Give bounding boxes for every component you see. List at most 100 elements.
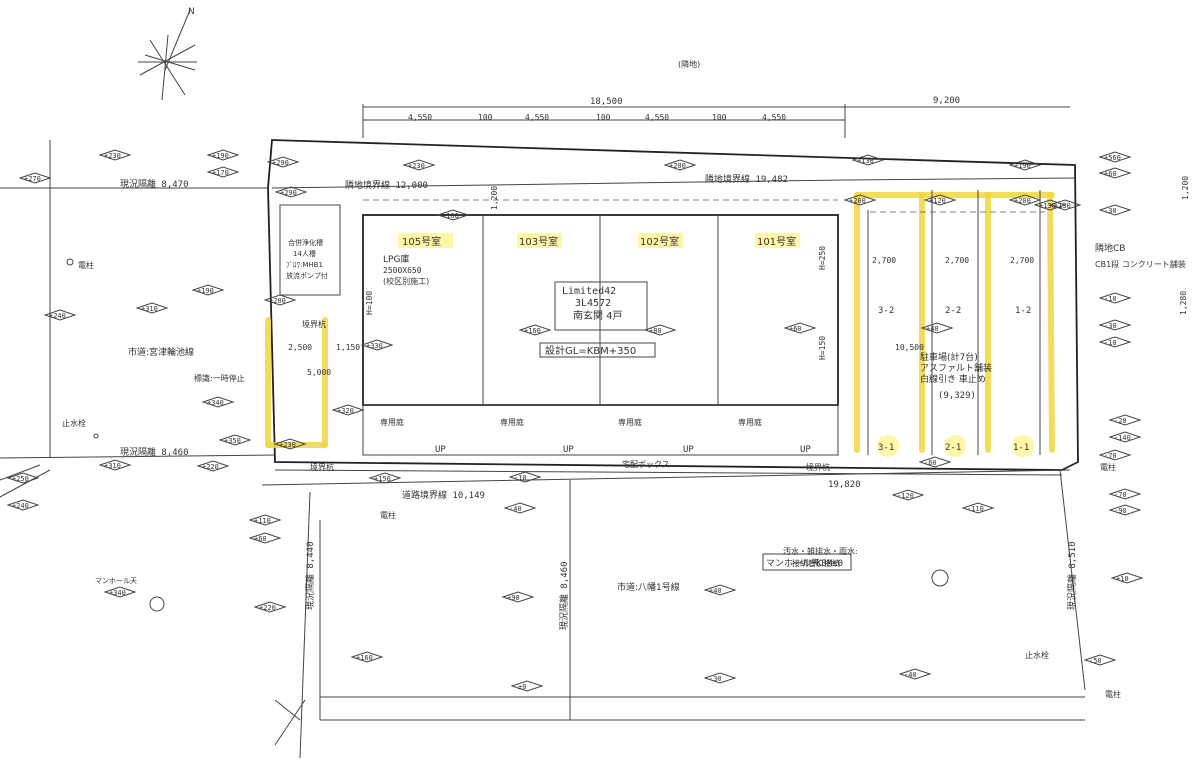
south-lower-mid: 現況隔離 8,460 [558, 561, 570, 630]
elev-marker: +340 [103, 586, 137, 598]
svg-text:+200: +200 [269, 297, 286, 305]
lpg-size: 2500X650 [383, 266, 422, 275]
svg-text:+320: +320 [337, 407, 354, 415]
elev-marker: -30 [1098, 204, 1132, 216]
unit-105: 105号室 [402, 235, 441, 248]
svg-text:-30: -30 [709, 675, 722, 683]
elev-marker: -60 [918, 456, 952, 468]
elev-marker: -140 [1108, 431, 1142, 443]
site-boundary [267, 139, 1079, 471]
stop-sign-label: 標識:一時停止 [194, 373, 245, 383]
svg-text:+200: +200 [1014, 197, 1031, 205]
svg-text:+110: +110 [254, 517, 271, 525]
garden-2: 専用庭 [500, 417, 524, 427]
svg-text:+10: +10 [1116, 575, 1129, 583]
svg-text:-120: -120 [897, 492, 914, 500]
elev-marker: -10 [1098, 292, 1132, 304]
dim-seg-7: 4,550 [762, 113, 786, 122]
elev-marker: -40 [503, 502, 537, 514]
elev-marker: +10 [1110, 572, 1144, 584]
elev-marker: +270 [18, 172, 52, 184]
svg-text:+160: +160 [524, 327, 541, 335]
mailbox-label: 宅配ボックス [622, 459, 670, 469]
svg-text:+190: +190 [1014, 162, 1031, 170]
road-boundary-left: 道路境界線 10,149 [402, 489, 485, 501]
svg-text:+290: +290 [272, 159, 289, 167]
svg-text:-60: -60 [924, 459, 937, 467]
svg-text:-10: -10 [514, 474, 527, 482]
elev-marker: +190 [1008, 159, 1042, 171]
garden-1: 専用庭 [380, 417, 404, 427]
elev-marker: +80 [643, 324, 677, 336]
parking-space-2-2: 2-2 [945, 306, 961, 316]
elev-marker: -90 [1108, 504, 1142, 516]
parking-bay-dim-3: 2,700 [1010, 256, 1034, 265]
septic-line2: 14人槽 [293, 249, 316, 258]
svg-text:+130: +130 [857, 157, 874, 165]
elev-marker: +220 [253, 601, 287, 613]
elev-marker: -120 [891, 489, 925, 501]
city-road-south: 市道:八幡1号線 [617, 581, 680, 593]
elev-marker: +340 [201, 396, 235, 408]
elev-marker: -70 [1108, 488, 1142, 500]
garden-4: 専用庭 [738, 417, 762, 427]
boundary-west: 現況隔離 8,470 [120, 178, 189, 190]
svg-text:+60: +60 [1104, 170, 1117, 178]
stair-up-3: UP [683, 445, 694, 455]
elev-marker: +190 [191, 284, 225, 296]
elev-marker: +170 [206, 166, 240, 178]
stair-up-1: UP [435, 445, 446, 455]
svg-text:+340: +340 [109, 589, 126, 597]
svg-text:+40: +40 [926, 325, 939, 333]
stop-valve-right: 止水栓 [1025, 650, 1049, 660]
elev-marker: +220 [196, 460, 230, 472]
dim-1150: 1,150 [336, 343, 360, 352]
utility-pole-east: 電柱 [1100, 462, 1116, 472]
elev-marker: +40 [920, 322, 954, 334]
svg-text:+230: +230 [279, 441, 296, 449]
svg-text:-10: -10 [1104, 295, 1117, 303]
elev-marker: -50 [1083, 654, 1117, 666]
parking-space-3-2: 3-2 [878, 306, 894, 316]
south-lower-left: 現況隔離 8,440 [304, 541, 316, 610]
svg-text:+330: +330 [366, 342, 383, 350]
svg-text:+230: +230 [104, 152, 121, 160]
svg-text:+90: +90 [507, 594, 520, 602]
elev-marker: +190 [206, 149, 240, 161]
elev-marker: +290 [274, 186, 308, 198]
svg-text:+130: +130 [1039, 202, 1056, 210]
svg-text:-70: -70 [1114, 491, 1127, 499]
elev-marker: -110 [961, 502, 995, 514]
elev-marker: +150 [368, 472, 402, 484]
svg-text:+250: +250 [12, 475, 29, 483]
unit-102: 102号室 [640, 235, 679, 248]
boundary-top-left: 隣地境界線 12,000 [345, 179, 428, 191]
elev-marker: -30 [703, 672, 737, 684]
svg-text:-20: -20 [1114, 417, 1127, 425]
elev-marker: ±0 [510, 680, 544, 692]
elev-marker: +40 [703, 584, 737, 596]
elev-marker: +90 [501, 591, 535, 603]
utility-pole-west: 電柱 [78, 260, 94, 270]
dim-h100: H=100 [365, 291, 374, 315]
design-gl: 設計GL=KBM+350 [545, 344, 636, 357]
dim-total: 18,500 [590, 97, 623, 107]
svg-text:-30: -30 [1104, 207, 1117, 215]
svg-text:+200: +200 [849, 197, 866, 205]
parking-space-3-1: 3-1 [878, 443, 894, 453]
septic-line1: 合併浄化槽 [288, 238, 323, 247]
stair-up-4: UP [800, 445, 811, 455]
svg-text:-140: -140 [1114, 434, 1131, 442]
utility-pole-southeast: 電柱 [1105, 689, 1121, 699]
dim-right-extension: 9,200 [933, 96, 960, 106]
parking-space-1-2: 1-2 [1015, 306, 1031, 316]
garden-3: 専用庭 [618, 417, 642, 427]
elev-marker: +250 [6, 472, 40, 484]
svg-text:+240: +240 [49, 312, 66, 320]
manhole-right-label: マンホール天 [766, 558, 820, 569]
dim-5000: 5,000 [307, 368, 331, 377]
building-code: 3L4572 [575, 298, 611, 309]
svg-text:-40: -40 [904, 671, 917, 679]
elev-marker: +310 [98, 459, 132, 471]
